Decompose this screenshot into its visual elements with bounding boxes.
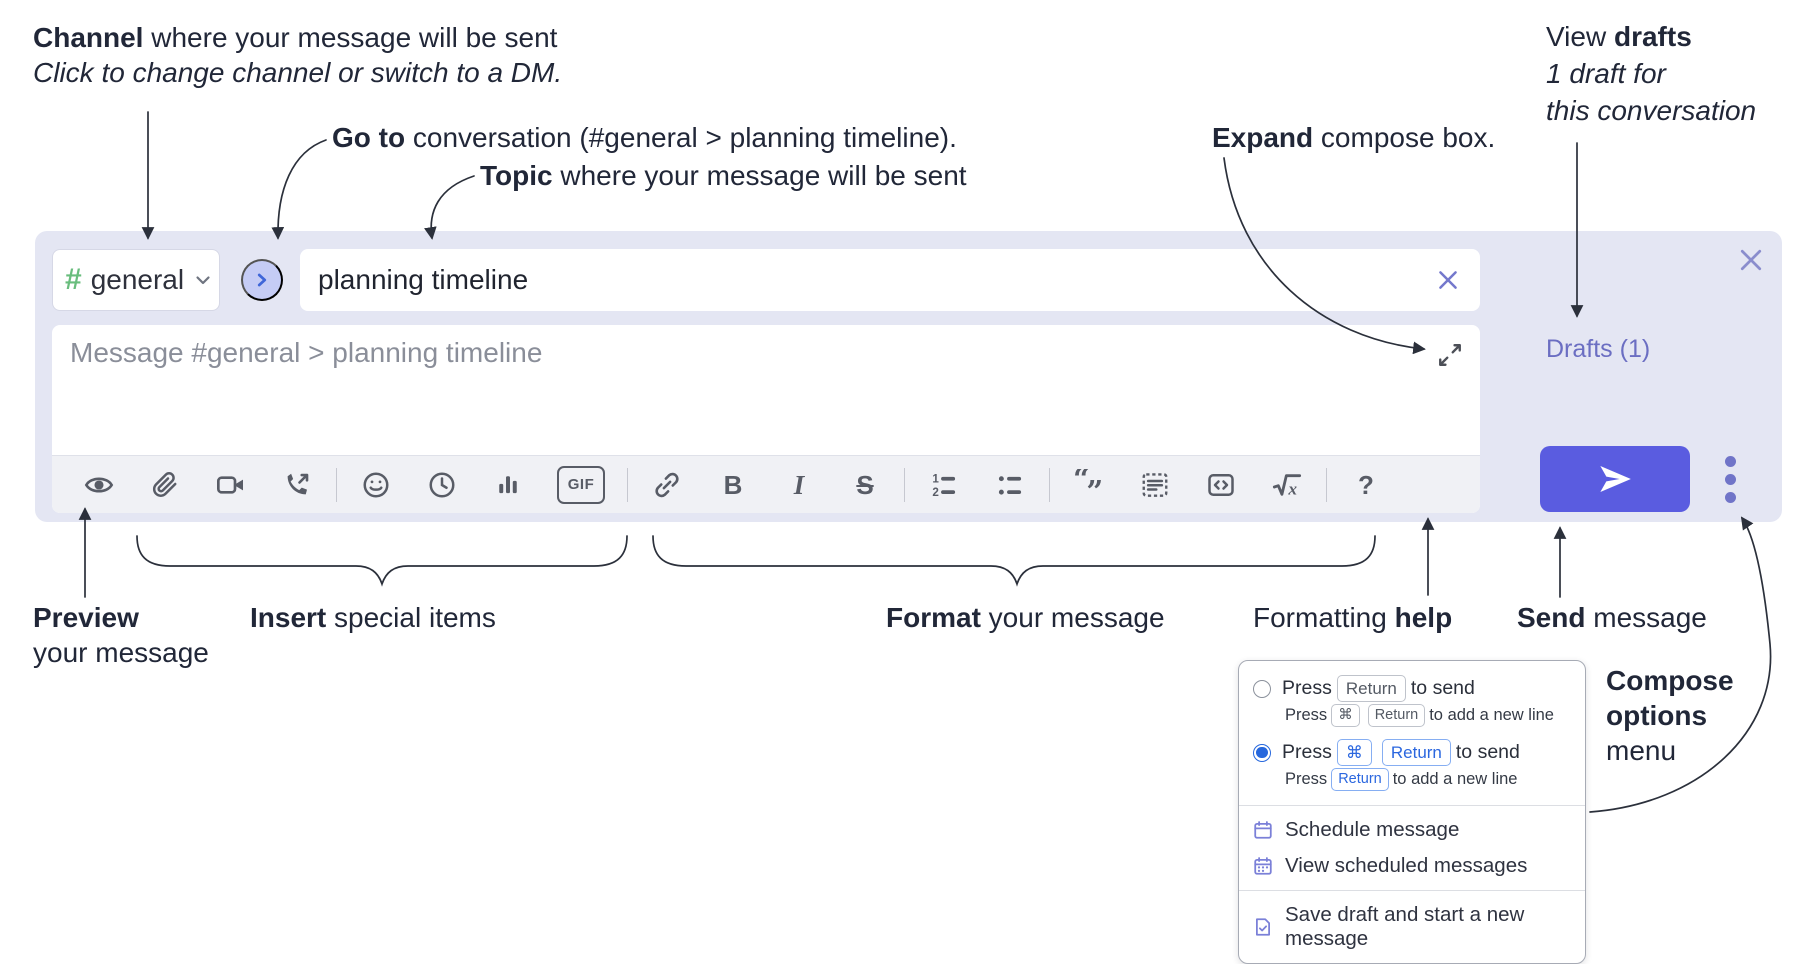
paper-plane-icon: [1595, 459, 1635, 499]
compose-options-note: Compose options menu: [1606, 665, 1734, 766]
italic-icon[interactable]: I: [782, 465, 816, 505]
attach-paperclip-icon[interactable]: [148, 465, 182, 505]
quote-icon[interactable]: “ ”: [1072, 465, 1106, 505]
link-icon[interactable]: [650, 465, 684, 505]
numbered-list-icon[interactable]: 1 2: [927, 465, 961, 505]
channel-note: Channel where your message will be sent …: [33, 22, 563, 88]
topic-pointer-curve: [424, 175, 475, 240]
help-question-icon[interactable]: ?: [1349, 465, 1383, 505]
popup-divider: [1239, 890, 1585, 891]
toolbar-divider: [336, 467, 337, 502]
drafts-link[interactable]: Drafts (1): [1540, 334, 1656, 365]
compose-toolbar: GIF B I S 1 2: [52, 455, 1480, 513]
toolbar-divider: [1326, 467, 1327, 502]
vertical-ellipsis-icon: [1724, 455, 1736, 467]
goto-pointer-curve: [271, 139, 327, 240]
channel-hash-icon: #: [65, 263, 82, 296]
radio-unselected-icon[interactable]: [1253, 679, 1271, 698]
chevron-right-icon: [251, 269, 273, 291]
close-compose-icon[interactable]: [1733, 242, 1769, 278]
strikethrough-icon[interactable]: S: [848, 465, 882, 505]
emoji-smiley-icon[interactable]: [359, 465, 393, 505]
menu-item-schedule-message[interactable]: Schedule message: [1239, 812, 1585, 848]
formatting-help-note: Formatting help: [1253, 602, 1453, 633]
topic-input-wrap: [300, 249, 1480, 311]
calendar-icon: [1253, 820, 1273, 840]
video-call-icon[interactable]: [214, 465, 248, 505]
code-icon[interactable]: [1204, 465, 1238, 505]
preview-eye-icon[interactable]: [82, 465, 116, 505]
insert-note: Insert special items: [250, 602, 496, 633]
time-clock-icon[interactable]: [425, 465, 459, 505]
toolbar-divider: [904, 467, 905, 502]
document-check-icon: [1253, 917, 1273, 937]
topic-note: Topic where your message will be sent: [480, 160, 967, 191]
go-to-conversation-button[interactable]: [241, 259, 283, 301]
menu-item-save-draft-new-message[interactable]: Save draft and start a new message: [1239, 897, 1585, 957]
spoiler-icon[interactable]: [1138, 465, 1172, 505]
message-box: GIF B I S 1 2: [52, 325, 1480, 513]
toolbar-divider: [1049, 467, 1050, 502]
clear-topic-icon[interactable]: [1432, 264, 1464, 296]
send-note: Send message: [1517, 602, 1707, 633]
view-drafts-note: View drafts 1 draft for this conversatio…: [1546, 21, 1757, 126]
svg-text:2: 2: [932, 486, 939, 499]
svg-text:1: 1: [932, 472, 939, 485]
expand-note: Expand compose box.: [1212, 122, 1496, 153]
zulip-compose-help-page: { "annotations": { "channel": {"bold": "…: [33, 21, 1782, 964]
format-brace: [652, 535, 1376, 587]
compose-options-menu-button[interactable]: [1710, 450, 1750, 508]
channel-name: general: [90, 264, 185, 295]
compose-box: # general: [35, 231, 1782, 522]
toolbar-divider: [627, 467, 628, 502]
topic-input[interactable]: [316, 263, 1432, 297]
expand-compose-icon[interactable]: [1436, 341, 1464, 369]
audio-call-icon[interactable]: [280, 465, 314, 505]
svg-text:”: ”: [1086, 473, 1103, 501]
goto-note: Go to conversation (#general > planning …: [332, 122, 957, 153]
gif-icon[interactable]: GIF: [557, 465, 605, 505]
preview-note: Preview your message: [33, 602, 209, 668]
channel-selector[interactable]: # general: [52, 249, 220, 311]
svg-text:x: x: [1287, 479, 1297, 498]
send-button[interactable]: [1540, 446, 1690, 512]
message-input[interactable]: [52, 325, 1480, 453]
calendar-grid-icon: [1253, 856, 1273, 876]
bulleted-list-icon[interactable]: [993, 465, 1027, 505]
svg-text:“: “: [1073, 469, 1090, 496]
math-sqrt-icon[interactable]: x: [1270, 465, 1304, 505]
format-note: Format your message: [886, 602, 1165, 633]
chevron-down-icon: [193, 270, 213, 290]
poll-bar-chart-icon[interactable]: [491, 465, 525, 505]
radio-selected-icon[interactable]: [1253, 743, 1271, 762]
menu-item-view-scheduled-messages[interactable]: View scheduled messages: [1239, 848, 1585, 884]
insert-brace: [136, 535, 628, 587]
popup-divider: [1239, 805, 1585, 806]
bold-icon[interactable]: B: [716, 465, 750, 505]
